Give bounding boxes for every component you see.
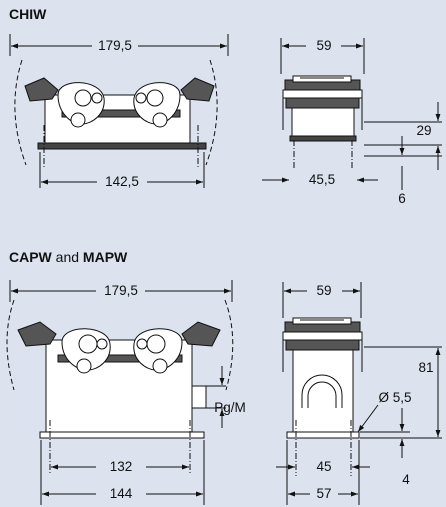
dim-bottom-side-base: 57 <box>316 486 331 501</box>
dim-top-front-base: 142,5 <box>105 174 139 189</box>
dim-top-side-width: 59 <box>316 38 331 53</box>
chiw-side-dimensions <box>262 38 442 190</box>
section-title-chiw: CHIW <box>9 6 47 22</box>
dim-bottom-front-base: 144 <box>110 486 133 501</box>
dim-bottom-side-height: 81 <box>418 360 433 375</box>
capw-side-view <box>282 317 363 476</box>
dim-bottom-side-plate: 4 <box>402 472 410 487</box>
chiw-front-dimensions <box>9 34 229 188</box>
capw-front-dimensions <box>9 280 233 505</box>
dim-top-side-plate: 6 <box>398 191 406 206</box>
chiw-front-view <box>14 59 218 168</box>
chiw-side-view <box>282 75 363 170</box>
dim-bottom-front-inner: 132 <box>110 459 133 474</box>
section-title-capw-mapw: CAPW and MAPW <box>9 249 128 265</box>
dim-bottom-side-inner: 45 <box>316 459 331 474</box>
dim-bottom-side-width: 59 <box>316 283 331 298</box>
dim-top-side-base: 45,5 <box>309 172 335 187</box>
dim-bottom-side-hole: Ø 5,5 <box>378 390 411 405</box>
dim-top-side-height: 29 <box>416 123 431 138</box>
dim-bottom-front-thread: Pg/M <box>214 400 246 415</box>
capw-front-view <box>6 299 234 475</box>
dim-top-front-width: 179,5 <box>98 38 132 53</box>
capw-side-dimensions <box>276 282 442 505</box>
dim-bottom-front-width: 179,5 <box>104 283 138 298</box>
